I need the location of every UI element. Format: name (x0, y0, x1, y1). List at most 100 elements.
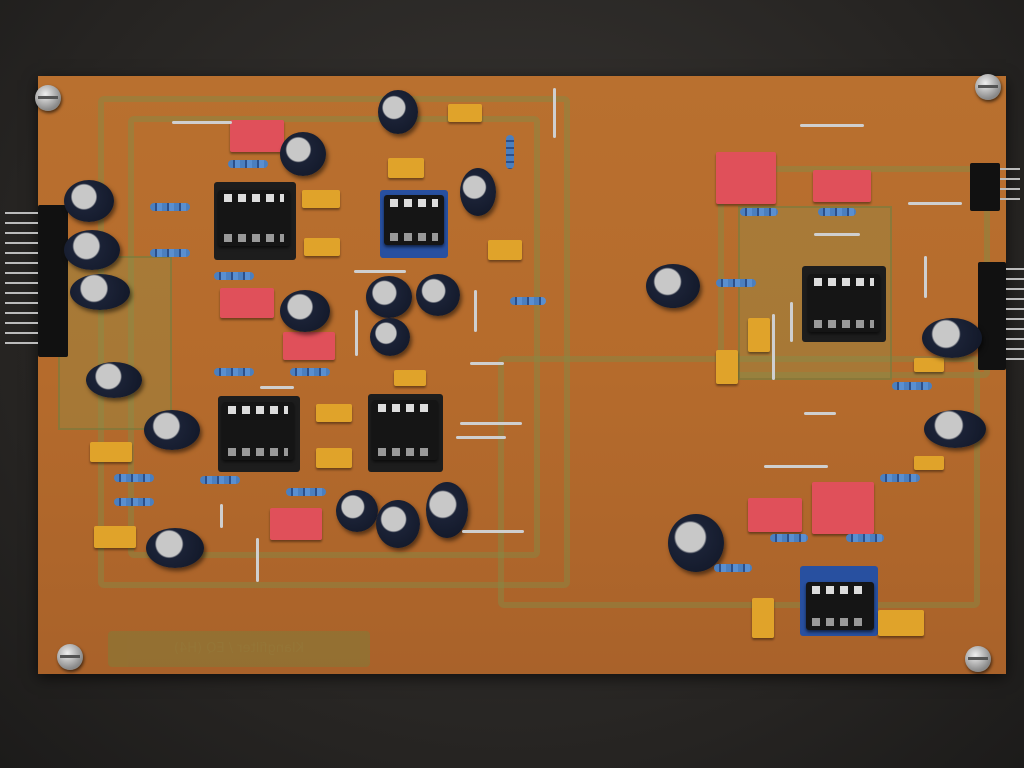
op-amp-ic (806, 582, 874, 630)
film-capacitor (813, 170, 871, 202)
ceramic-capacitor (94, 526, 136, 548)
jumper-wire (924, 256, 927, 298)
jumper-wire (474, 290, 477, 332)
copper-trace (98, 96, 570, 588)
ceramic-capacitor (90, 442, 132, 462)
resistor (104, 474, 164, 482)
resistor (204, 368, 264, 376)
jumper-wire (220, 504, 223, 528)
jumper-wire (804, 412, 836, 415)
resistor (190, 476, 250, 484)
op-amp-ic (808, 274, 880, 332)
jumper-wire (462, 530, 524, 533)
resistor (882, 382, 942, 390)
electrolytic-capacitor (280, 132, 326, 176)
jumper-wire (260, 386, 294, 389)
ceramic-capacitor (716, 350, 738, 384)
electrolytic-capacitor (64, 180, 114, 222)
film-capacitor (270, 508, 322, 540)
ceramic-capacitor (914, 456, 944, 470)
film-capacitor (716, 152, 776, 204)
header-pins (5, 212, 41, 352)
jumper-wire (456, 436, 506, 439)
silkscreen-label: Klangfilter / EQ (H4) (108, 631, 370, 667)
op-amp-ic (372, 400, 438, 460)
jumper-wire (354, 270, 406, 273)
electrolytic-capacitor (426, 482, 468, 538)
resistor (730, 208, 788, 216)
electrolytic-capacitor (64, 230, 120, 270)
electrolytic-capacitor (336, 490, 378, 532)
electrolytic-capacitor (280, 290, 330, 332)
jumper-wire (800, 124, 864, 127)
resistor (836, 534, 894, 542)
electrolytic-capacitor (416, 274, 460, 316)
jumper-wire (460, 422, 522, 425)
resistor (704, 564, 762, 572)
film-capacitor (748, 498, 802, 532)
jumper-wire (553, 88, 556, 138)
ceramic-capacitor (394, 370, 426, 386)
ceramic-capacitor (748, 318, 770, 352)
resistor (760, 534, 818, 542)
electrolytic-capacitor (924, 410, 986, 448)
resistor (808, 208, 866, 216)
screw (965, 646, 991, 672)
screw (57, 644, 83, 670)
resistor (204, 272, 264, 280)
pin-header-right (978, 262, 1006, 370)
op-amp-ic (218, 190, 290, 246)
electrolytic-capacitor (668, 514, 724, 572)
film-capacitor (230, 120, 284, 152)
resistor (276, 488, 336, 496)
electrolytic-capacitor (70, 274, 130, 310)
electrolytic-capacitor (922, 318, 982, 358)
jumper-wire (470, 362, 504, 365)
jumper-wire (908, 202, 962, 205)
ceramic-capacitor (388, 158, 424, 178)
screw (35, 85, 61, 111)
jumper-wire (355, 310, 358, 356)
jumper-wire (772, 314, 775, 380)
jumper-wire (790, 302, 793, 342)
electrolytic-capacitor (376, 500, 420, 548)
electrolytic-capacitor (86, 362, 142, 398)
op-amp-ic (222, 402, 294, 460)
resistor (140, 203, 200, 211)
resistor (140, 249, 200, 257)
resistor (218, 160, 278, 168)
ceramic-capacitor (448, 104, 482, 122)
electrolytic-capacitor (460, 168, 496, 216)
electrolytic-capacitor (370, 318, 410, 356)
electrolytic-capacitor (378, 90, 418, 134)
resistor (280, 368, 340, 376)
resistor (500, 297, 556, 305)
screw (975, 74, 1001, 100)
ceramic-capacitor (878, 610, 924, 636)
ceramic-capacitor (302, 190, 340, 208)
resistor (706, 279, 766, 287)
pin-header-left (38, 205, 68, 357)
film-capacitor (220, 288, 274, 318)
ceramic-capacitor (304, 238, 340, 256)
ceramic-capacitor (316, 448, 352, 468)
resistor (496, 135, 524, 169)
op-amp-ic (384, 195, 444, 245)
resistor (104, 498, 164, 506)
film-capacitor (812, 482, 874, 534)
jumper-wire (172, 121, 232, 124)
ceramic-capacitor (914, 358, 944, 372)
ceramic-capacitor (488, 240, 522, 260)
pin-header-right-top (970, 163, 1000, 211)
jumper-wire (764, 465, 828, 468)
electrolytic-capacitor (366, 276, 412, 318)
resistor (870, 474, 930, 482)
film-capacitor (283, 332, 335, 360)
ceramic-capacitor (316, 404, 352, 422)
copper-trace (128, 116, 540, 558)
jumper-wire (256, 538, 259, 582)
electrolytic-capacitor (646, 264, 700, 308)
electrolytic-capacitor (146, 528, 204, 568)
electrolytic-capacitor (144, 410, 200, 450)
jumper-wire (814, 233, 860, 236)
